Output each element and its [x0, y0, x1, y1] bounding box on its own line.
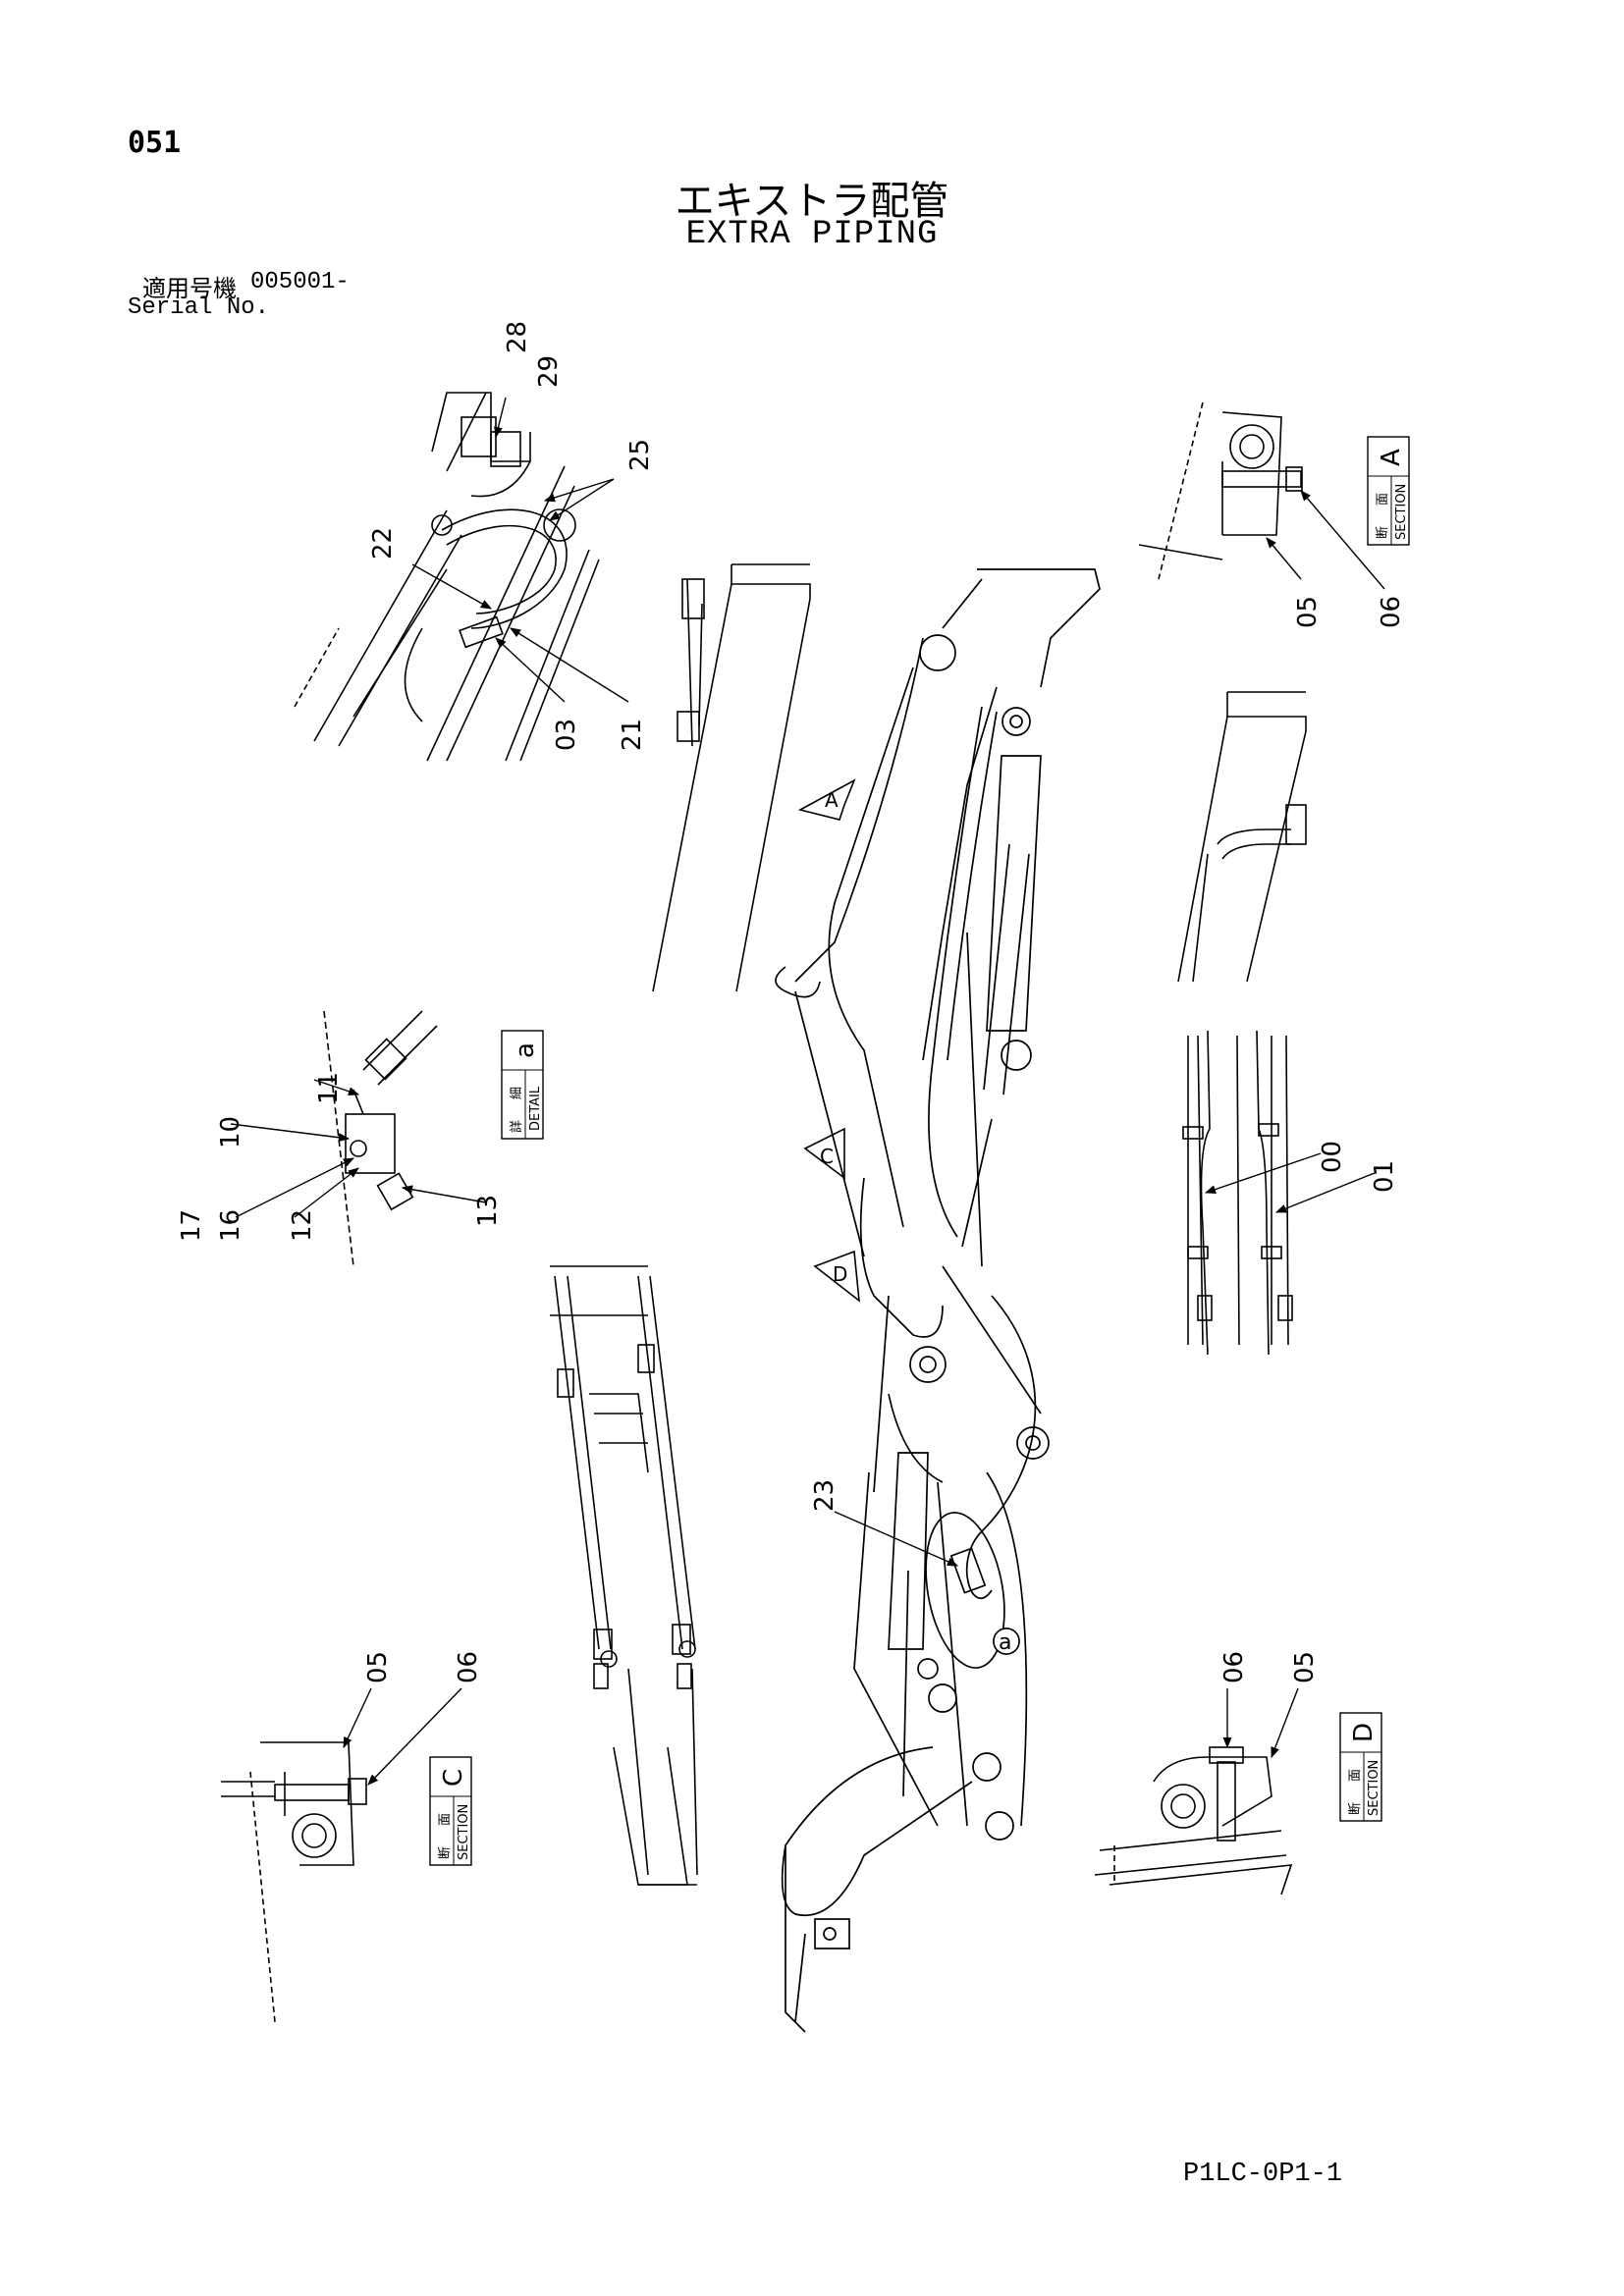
- part-25: 25: [625, 439, 655, 471]
- section-a-letter: A: [1377, 449, 1406, 466]
- section-d-leaders: [1222, 1687, 1299, 1759]
- part-03: 03: [552, 719, 581, 751]
- part-21: 21: [618, 719, 647, 751]
- page-title-english: EXTRA PIPING: [685, 216, 939, 253]
- section-c-label-box: 断 面 SECTION C: [429, 1756, 472, 1866]
- section-c-letter: C: [439, 1769, 468, 1787]
- part-06-section-a: 06: [1377, 596, 1406, 628]
- section-c-view: [221, 1741, 367, 2023]
- right-lower-leaders: [1204, 1152, 1376, 1213]
- view-arrows: [797, 778, 860, 1303]
- page-title-japanese: エキストラ配管: [675, 179, 949, 224]
- main-boom-arm-assembly: [775, 568, 1101, 2033]
- detail-a-letter: a: [511, 1042, 540, 1058]
- part-05-section-d: 05: [1290, 1651, 1320, 1683]
- right-upper-inset-view: [1177, 691, 1307, 983]
- part-23: 23: [810, 1479, 839, 1512]
- part-06-section-d: 06: [1219, 1651, 1249, 1683]
- part-01: 01: [1370, 1160, 1399, 1193]
- arrow-d-letter: D: [833, 1262, 847, 1286]
- top-left-piping-view: [294, 392, 600, 762]
- serial-label-japanese: 適用号機: [142, 275, 237, 302]
- part-28: 28: [503, 321, 532, 353]
- arrow-a-letter: A: [825, 788, 839, 812]
- section-d-letter: D: [1349, 1723, 1379, 1742]
- right-lower-inset-view: [1182, 1030, 1293, 1356]
- detail-a-en: DETAIL: [528, 1086, 543, 1131]
- section-c-en: SECTION: [457, 1804, 471, 1860]
- section-c-jp1: 断: [438, 1846, 453, 1859]
- section-c-jp2: 面: [438, 1813, 453, 1826]
- detail-a-callout-letter: a: [999, 1630, 1011, 1655]
- detail-a-jp1: 詳: [509, 1120, 524, 1133]
- arrow-c-letter: C: [820, 1145, 834, 1168]
- section-d-jp2: 面: [1348, 1769, 1363, 1782]
- section-a-leaders: [1266, 490, 1385, 590]
- detail-a-label-box: 詳 細 DETAIL a: [501, 1030, 544, 1140]
- part-05-section-a: 05: [1293, 596, 1323, 628]
- section-a-view: [1138, 401, 1303, 580]
- section-c-leaders: [343, 1687, 462, 1786]
- section-a-label-box: 断 面 SECTION A: [1367, 436, 1410, 546]
- part-17: 17: [177, 1209, 206, 1242]
- part-12: 12: [288, 1209, 317, 1242]
- detail-a-jp2: 細: [510, 1087, 524, 1099]
- page-number: 051: [128, 126, 182, 160]
- drawing-code: P1LC-0P1-1: [1183, 2160, 1343, 2189]
- part-06-section-c: 06: [454, 1651, 483, 1683]
- section-a-jp2: 面: [1376, 493, 1390, 506]
- upper-inset-view: [652, 563, 811, 992]
- part-23-leader: [834, 1511, 959, 1567]
- detail-a-view: [323, 1010, 438, 1267]
- detail-a-callout-circle: [993, 1628, 1020, 1655]
- part-11: 11: [314, 1072, 344, 1104]
- detail-a-leaders: [230, 1079, 487, 1218]
- section-d-jp1: 断: [1348, 1802, 1363, 1815]
- section-a-jp1: 断: [1376, 526, 1390, 539]
- arm-piping-long-view: [550, 1265, 698, 1886]
- section-a-en: SECTION: [1394, 484, 1409, 540]
- section-d-view: [1094, 1746, 1293, 1896]
- part-05-section-c: 05: [363, 1651, 393, 1683]
- part-13: 13: [473, 1195, 503, 1227]
- part-29: 29: [534, 355, 564, 388]
- part-00: 00: [1318, 1141, 1347, 1173]
- part-16: 16: [216, 1209, 245, 1242]
- section-d-label-box: 断 面 SECTION D: [1339, 1712, 1382, 1822]
- part-22: 22: [368, 527, 398, 560]
- top-left-leaders: [411, 397, 629, 703]
- top-left-part-labels: 28 29 25 22 03 21: [368, 321, 655, 751]
- section-d-en: SECTION: [1367, 1760, 1381, 1816]
- part-10: 10: [216, 1116, 245, 1148]
- serial-number-value: 005001-: [250, 269, 350, 295]
- serial-label-english: Serial No.: [128, 294, 270, 321]
